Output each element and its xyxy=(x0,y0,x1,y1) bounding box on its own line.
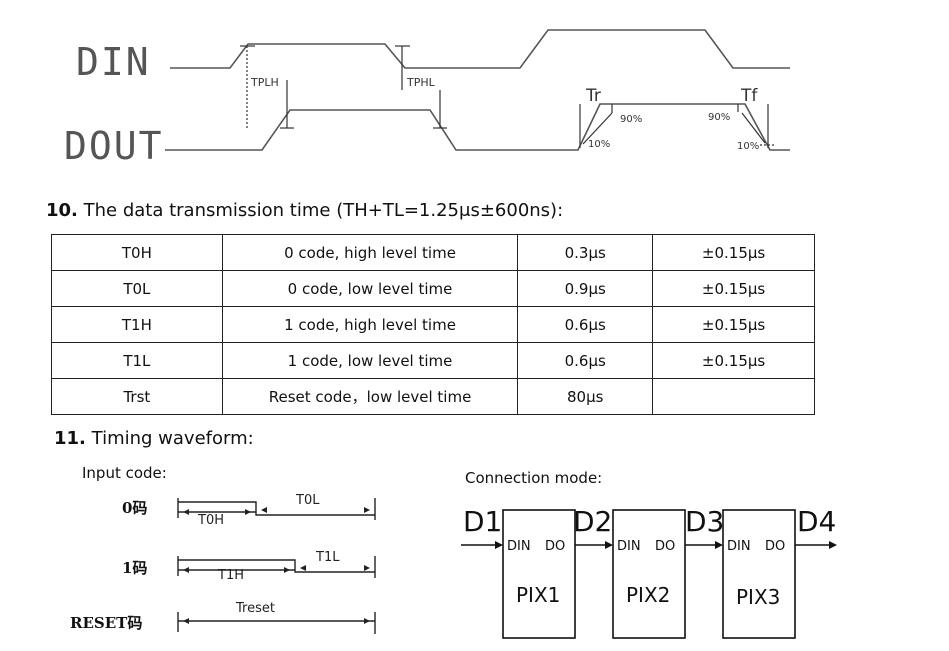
timing-value-cell: 0.6μs xyxy=(517,342,654,379)
table-row: T1H 1 code, high level time 0.6μs ±0.15μ… xyxy=(51,306,815,343)
timing-tolerance-cell: ±0.15μs xyxy=(652,342,815,379)
timing-tolerance-cell: ±0.15μs xyxy=(652,234,815,271)
section-10-title: The data transmission time (TH+TL=1.25μs… xyxy=(83,200,564,221)
code-1-label: 1码 xyxy=(122,559,148,577)
timing-desc-cell: Reset code，low level time xyxy=(221,378,519,415)
pix1-do-label: DO xyxy=(545,539,565,554)
pix1-din-label: DIN xyxy=(507,539,531,554)
pix3-do-label: DO xyxy=(765,539,785,554)
pix2-name: PIX2 xyxy=(626,583,670,607)
d1-label: D1 xyxy=(463,505,502,538)
treset-label: Treset xyxy=(235,601,275,616)
reset-code-label: RESET码 xyxy=(70,614,143,632)
code-0-label: 0码 xyxy=(122,499,148,517)
pix3-name: PIX3 xyxy=(736,585,780,609)
pix3-din-label: DIN xyxy=(727,539,751,554)
timing-name-cell: T1L xyxy=(51,342,223,379)
timing-tolerance-cell: ±0.15μs xyxy=(652,306,815,343)
timing-name-cell: T0H xyxy=(51,234,223,271)
pix1-name: PIX1 xyxy=(516,583,560,607)
table-row: T0L 0 code, low level time 0.9μs ±0.15μs xyxy=(51,270,815,307)
data-transmission-time-table: T0H 0 code, high level time 0.3μs ±0.15μ… xyxy=(51,234,815,415)
t0h-label: T0H xyxy=(197,513,224,528)
connection-mode-title: Connection mode: xyxy=(465,469,603,487)
timing-value-cell: 0.9μs xyxy=(517,270,654,307)
timing-tolerance-cell xyxy=(652,378,815,415)
timing-name-cell: T1H xyxy=(51,306,223,343)
pix2-do-label: DO xyxy=(655,539,675,554)
tplh-label: TPLH xyxy=(250,76,279,89)
timing-value-cell: 0.6μs xyxy=(517,306,654,343)
timing-value-cell: 0.3μs xyxy=(517,234,654,271)
timing-desc-cell: 1 code, high level time xyxy=(221,306,519,343)
timing-desc-cell: 0 code, low level time xyxy=(221,270,519,307)
section-11-heading: 11. Timing waveform: xyxy=(54,428,254,449)
table-row: Trst Reset code，low level time 80μs xyxy=(51,378,815,415)
pix2-din-label: DIN xyxy=(617,539,641,554)
input-code-timing-diagram: T0H T0L T1H T1L Treset xyxy=(177,493,376,634)
dout-signal-label: DOUT xyxy=(64,124,164,168)
tr-90pct-label: 90% xyxy=(620,114,642,125)
connection-mode-diagram: D1 D2 D3 D4 DIN DO PIX1 DIN DO PIX2 DIN … xyxy=(461,505,837,639)
t1h-label: T1H xyxy=(217,568,244,583)
dout-waveform xyxy=(165,103,790,151)
d4-label: D4 xyxy=(797,505,836,538)
timing-name-cell: Trst xyxy=(51,378,223,415)
timing-tolerance-cell: ±0.15μs xyxy=(652,270,815,307)
section-11-number: 11. xyxy=(54,428,86,449)
table-row: T1L 1 code, low level time 0.6μs ±0.15μs xyxy=(51,342,815,379)
t1l-label: T1L xyxy=(315,550,340,565)
timing-name-cell: T0L xyxy=(51,270,223,307)
tr-10pct-label: 10% xyxy=(588,139,610,150)
din-signal-label: DIN xyxy=(76,40,151,84)
t0l-label: T0L xyxy=(295,493,320,508)
section-10-heading: 10. The data transmission time (TH+TL=1.… xyxy=(46,200,563,221)
d3-label: D3 xyxy=(685,505,724,538)
propagation-waveform-diagram: TPLH TPHL Tr Tf 90% 90% 10% 10% xyxy=(165,29,790,152)
tr-label: Tr xyxy=(585,86,601,106)
tf-10pct-label: 10% xyxy=(737,141,759,152)
tphl-label: TPHL xyxy=(406,76,436,89)
tf-label: Tf xyxy=(740,86,758,106)
timing-desc-cell: 1 code, low level time xyxy=(221,342,519,379)
timing-value-cell: 80μs xyxy=(517,378,654,415)
d2-label: D2 xyxy=(573,505,612,538)
timing-desc-cell: 0 code, high level time xyxy=(221,234,519,271)
tf-90pct-label: 90% xyxy=(708,112,730,123)
section-10-number: 10. xyxy=(46,200,78,221)
table-row: T0H 0 code, high level time 0.3μs ±0.15μ… xyxy=(51,234,815,271)
din-waveform xyxy=(170,29,790,69)
section-11-title: Timing waveform: xyxy=(91,428,254,449)
input-code-title: Input code: xyxy=(82,464,167,482)
